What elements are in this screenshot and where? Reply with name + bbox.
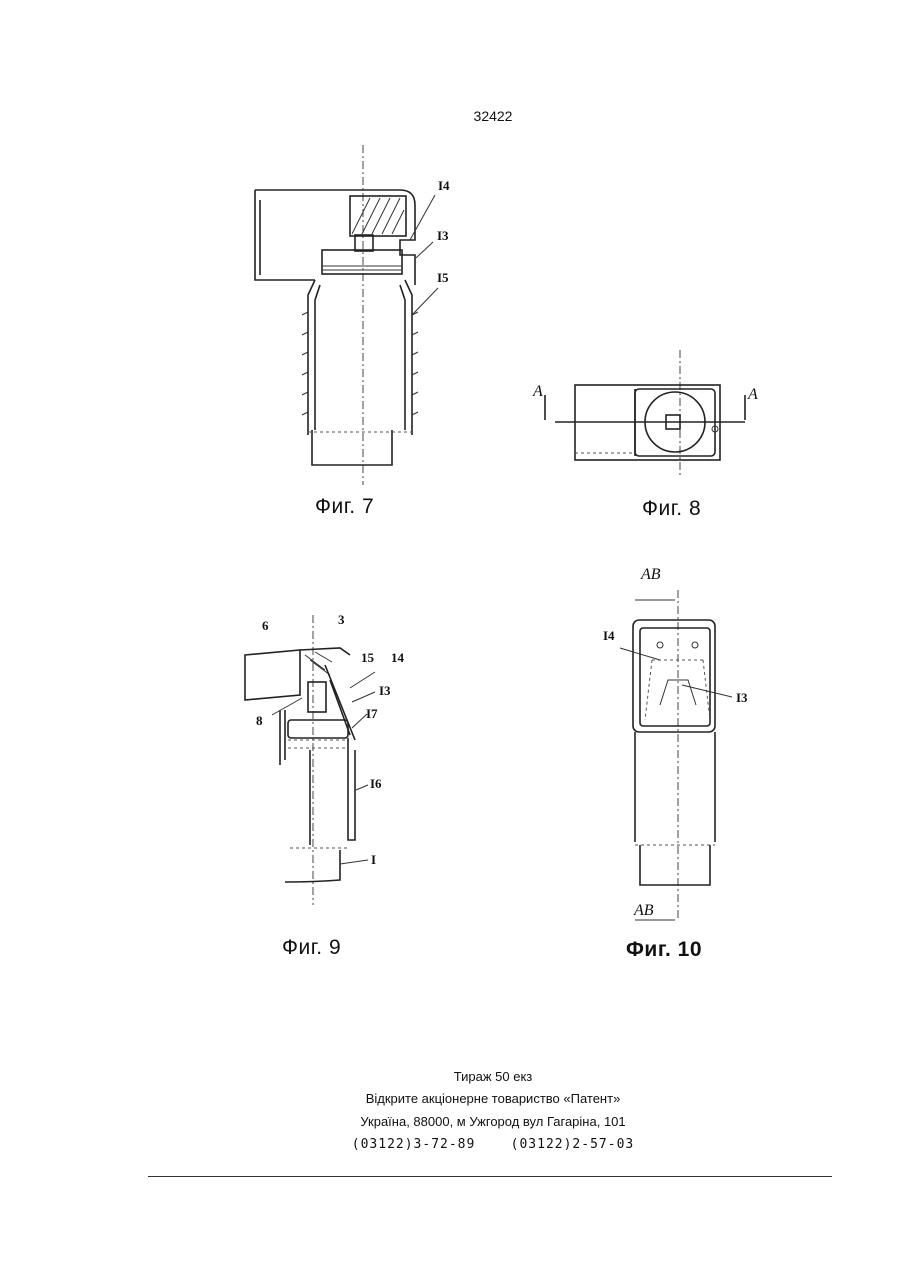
- fig7-label-13: I3: [437, 228, 449, 244]
- fig8-section-label-left: A: [533, 383, 543, 401]
- fig9-label-1: I: [371, 852, 376, 868]
- fig9-caption: Фиг. 9: [282, 936, 341, 960]
- fig10-label-13: I3: [736, 690, 748, 706]
- fig9-label-16: I6: [370, 776, 382, 792]
- fig7-label-15: I5: [437, 270, 449, 286]
- figure-10-drawing: [600, 580, 800, 930]
- fig10-section-label-bottom: AB: [634, 902, 654, 920]
- fig9-label-15: 15: [361, 650, 374, 666]
- fig9-label-6: 6: [262, 618, 269, 634]
- fig7-caption: Фиг. 7: [315, 495, 374, 519]
- figure-9-drawing: [240, 610, 440, 910]
- fig10-label-14: I4: [603, 628, 615, 644]
- fig10-caption: Фиг. 10: [626, 938, 702, 962]
- footer-divider: [148, 1176, 832, 1177]
- fig7-label-14: I4: [438, 178, 450, 194]
- fig9-label-17: I7: [366, 706, 378, 722]
- fig8-caption: Фиг. 8: [642, 497, 701, 521]
- footer-print-run: Тираж 50 екз: [0, 1069, 900, 1084]
- fig9-label-3: 3: [338, 612, 345, 628]
- fig9-label-13: I3: [379, 683, 391, 699]
- footer-company: Відкрите акціонерне товариство «Патент»: [0, 1091, 900, 1106]
- figure-8-drawing: [535, 345, 775, 480]
- footer-phones: (03122)3-72-89 (03122)2-57-03: [0, 1137, 900, 1152]
- page-number: 32422: [0, 108, 900, 124]
- fig8-section-label-right: A: [748, 386, 758, 404]
- fig9-label-8: 8: [256, 713, 263, 729]
- footer-address: Україна, 88000, м Ужгород вул Гагаріна, …: [0, 1114, 900, 1129]
- fig9-label-14: 14: [391, 650, 404, 666]
- fig10-section-label-top: AB: [641, 566, 661, 584]
- figure-7-drawing: [240, 140, 470, 490]
